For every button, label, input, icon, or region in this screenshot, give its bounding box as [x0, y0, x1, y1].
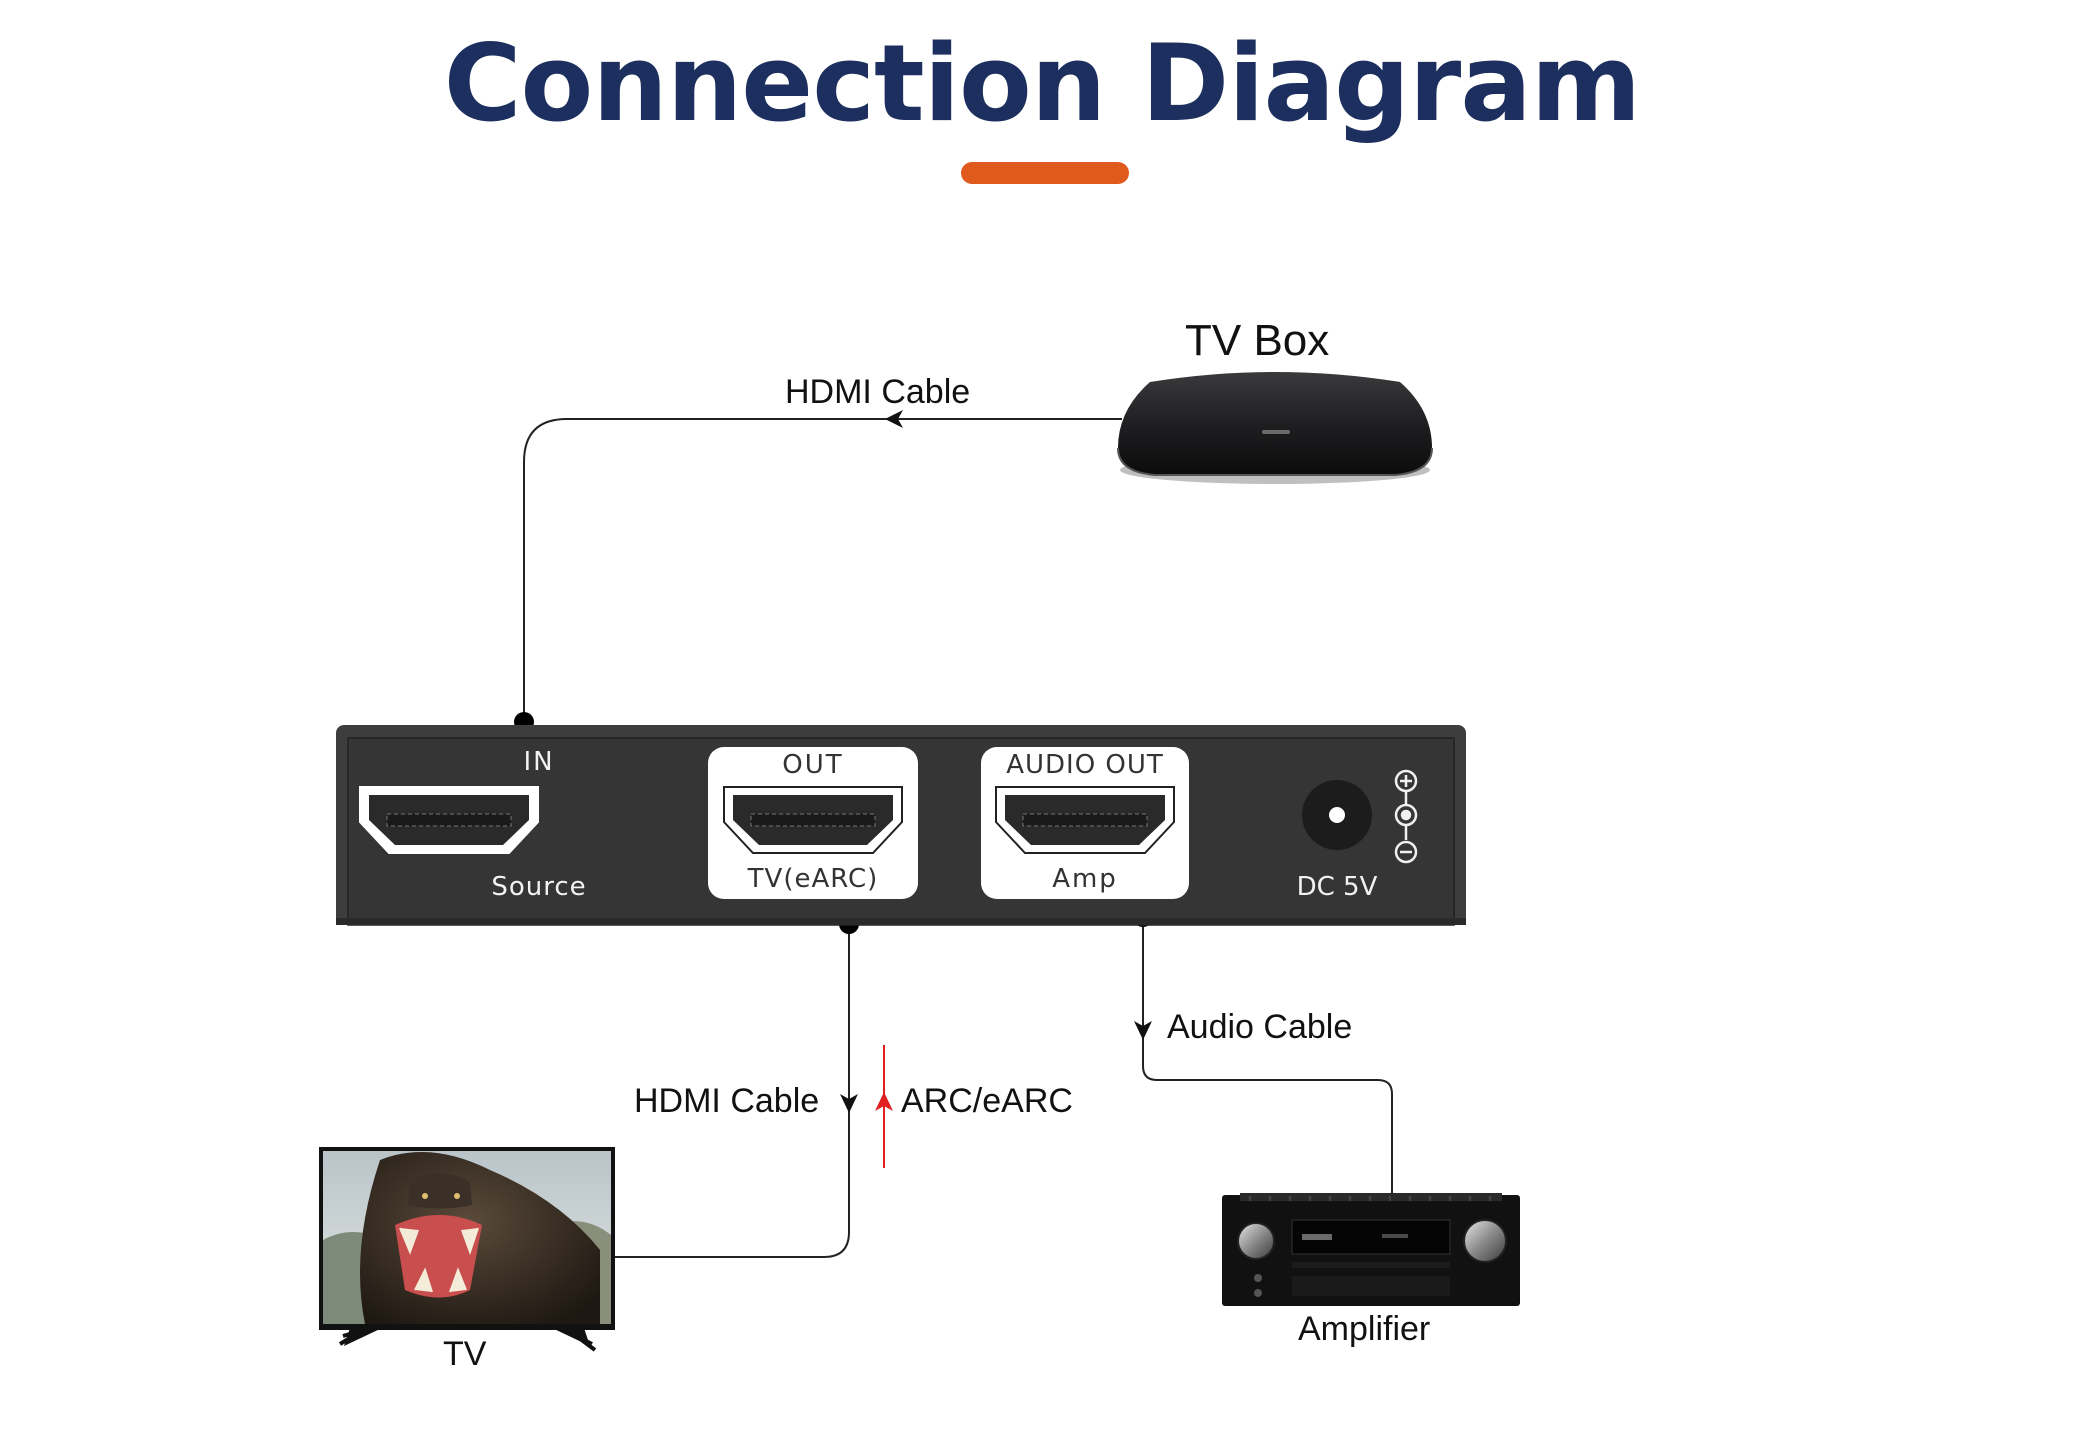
hdmi-port-out[interactable] — [723, 786, 903, 854]
hdmi-cable-label-top: HDMI Cable — [785, 373, 971, 411]
arrow-left-icon — [885, 410, 903, 428]
page-title: Connection Diagram — [443, 22, 1641, 145]
audio-cable-label: Audio Cable — [1167, 1008, 1353, 1046]
hdmi-port-audio-out[interactable] — [995, 786, 1175, 854]
arrow-down-icon — [1134, 1021, 1152, 1040]
arrow-up-icon — [875, 1092, 893, 1111]
dc-label: DC 5V — [1296, 872, 1378, 902]
dc-power-jack[interactable] — [1302, 780, 1372, 850]
port-audio-out-sublabel: Amp — [1052, 864, 1118, 894]
cable-tvbox-to-in — [523, 418, 1122, 722]
amplifier-icon — [1222, 1193, 1520, 1306]
arrow-down-icon — [840, 1094, 858, 1113]
port-out-label: OUT — [782, 750, 844, 780]
port-in-label: IN — [523, 747, 555, 777]
arc-label: ARC/eARC — [901, 1082, 1073, 1120]
hdmi-cable-label-bottom: HDMI Cable — [634, 1082, 820, 1120]
tv-icon — [319, 1147, 615, 1352]
tv-box-icon — [1117, 372, 1433, 484]
hdmi-port-in[interactable] — [359, 786, 539, 854]
title-underline — [961, 162, 1129, 184]
port-in-sublabel: Source — [491, 872, 587, 902]
amplifier-label: Amplifier — [1298, 1310, 1431, 1348]
port-audio-out-label: AUDIO OUT — [1006, 750, 1164, 780]
tv-box-label: TV Box — [1185, 316, 1330, 365]
cable-out-to-tv — [614, 924, 850, 1258]
tv-label: TV — [443, 1335, 487, 1373]
hdmi-extractor-device — [336, 725, 1466, 926]
cable-audio-to-amp — [1142, 917, 1393, 1195]
port-out-sublabel: TV(eARC) — [747, 864, 879, 894]
polarity-icon — [1394, 769, 1418, 864]
arc-signal-line — [875, 1045, 893, 1168]
